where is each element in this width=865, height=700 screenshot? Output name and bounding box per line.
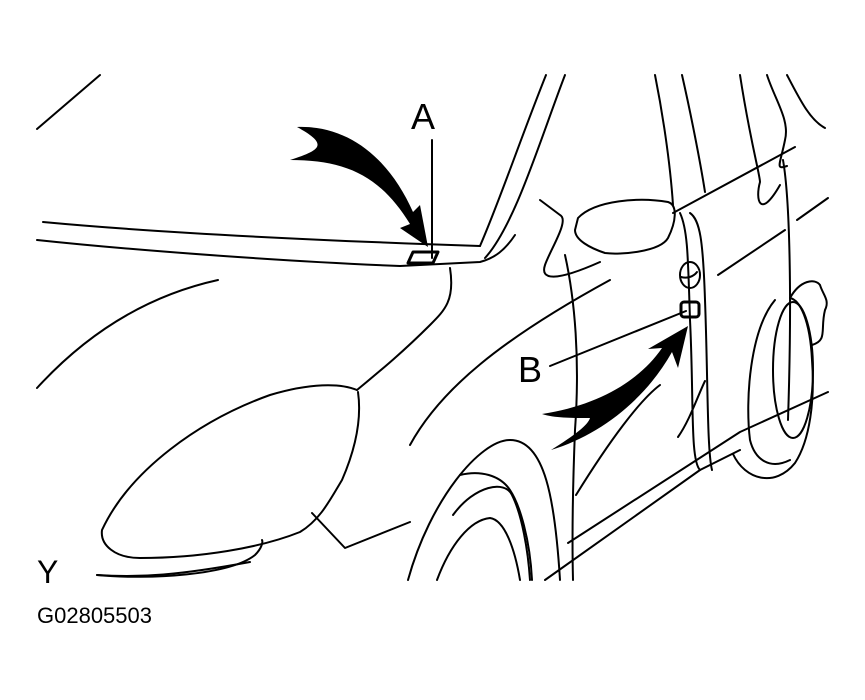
fender-side-line — [539, 199, 601, 278]
callout-b-leader — [549, 310, 687, 367]
door-front-edge-outer — [689, 212, 713, 471]
door-frame-line-1 — [654, 74, 674, 206]
rocker-panel-lower — [544, 449, 741, 581]
windshield-edge-line — [36, 74, 101, 130]
fender-crease-line — [356, 267, 453, 391]
b-pillar-line-1 — [739, 74, 781, 206]
front-wheel-arch-inner — [459, 472, 533, 581]
callout-b-label: B — [518, 349, 543, 390]
b-pillar-line-2 — [766, 74, 788, 169]
rear-fender-lip — [789, 280, 828, 346]
bumper-line — [311, 512, 411, 549]
door-lower-crease — [677, 380, 706, 438]
fender-lower-line — [409, 279, 611, 446]
door-frame-line-2 — [681, 74, 706, 193]
arrow-b-icon — [542, 326, 688, 450]
front-wheel-arch-outer — [407, 439, 561, 581]
door-lock-cylinder — [679, 261, 701, 289]
side-mirror-outline — [574, 198, 676, 255]
fender-rear-edge — [564, 254, 578, 581]
rear-wheel-tire — [747, 299, 791, 465]
ground-line — [96, 561, 251, 578]
a-pillar-inner-line — [484, 74, 566, 259]
hood-front-edge-line — [36, 234, 516, 267]
door-rear-edge — [782, 159, 792, 421]
door-lock-key-slot — [680, 271, 698, 279]
callout-a-label: A — [411, 96, 436, 137]
rocker-panel-upper — [567, 391, 829, 544]
view-marker-label: Y — [37, 554, 59, 590]
figure-id: G02805503 — [37, 603, 152, 628]
rear-wheel-hub — [772, 301, 814, 439]
arrow-a-icon — [290, 126, 428, 247]
hood-crease-line — [36, 279, 219, 389]
belt-line — [672, 146, 796, 214]
door-crease-rear — [796, 197, 829, 221]
label-b-marker — [679, 300, 701, 319]
hood-rear-edge-line — [42, 221, 481, 247]
door-crease-upper — [717, 229, 786, 276]
front-tire-inner — [436, 517, 521, 581]
door-front-edge-inner — [679, 212, 701, 471]
front-tire-outer — [452, 485, 531, 581]
roof-rear-line — [786, 74, 826, 129]
door-lower-line — [575, 384, 661, 496]
a-pillar-outer-line — [479, 74, 547, 247]
label-a-marker — [406, 250, 440, 265]
headlamp-lower-trim — [96, 539, 264, 578]
headlamp-outline — [100, 384, 361, 559]
